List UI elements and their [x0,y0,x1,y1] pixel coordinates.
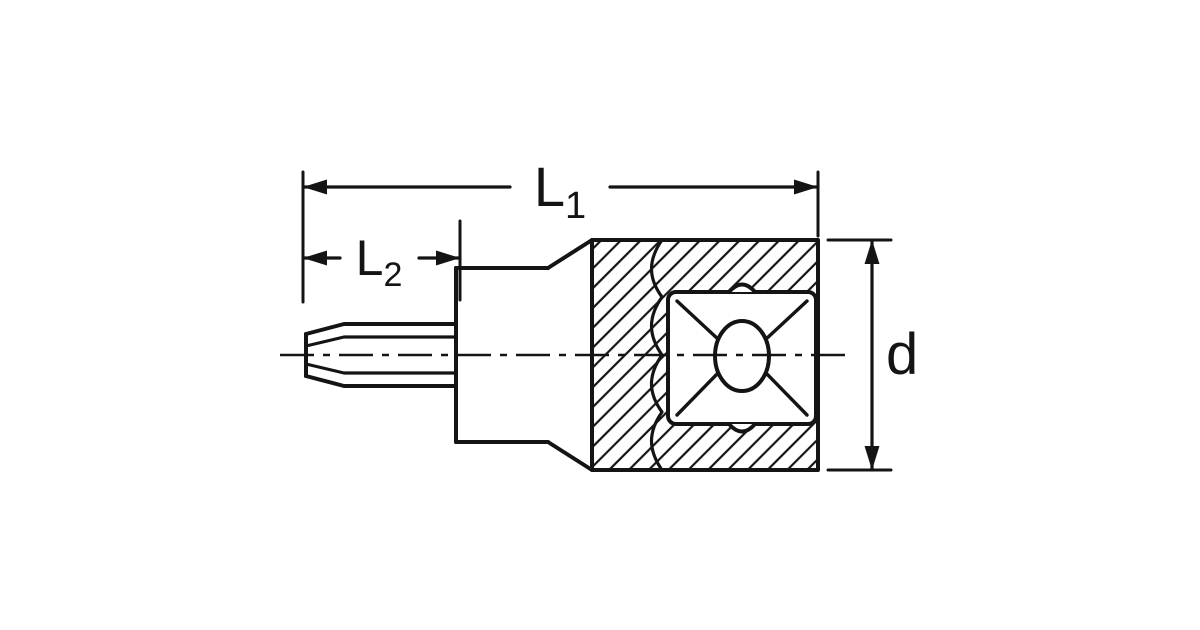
arrowhead-l2-right [436,250,460,266]
witness-lines [301,170,893,472]
bit-spline-line-bottom [304,362,458,375]
square-drive-chamfer-lines [675,299,809,417]
taper-bottom [546,440,594,472]
dimension-d: d [864,238,918,472]
arrowhead-l2-left [303,250,327,266]
bit-bottom-edge [304,374,458,388]
square-drive-recess [666,282,818,434]
bit-top-edge [304,322,458,336]
dimension-l1: L1 [301,155,820,227]
shaft [454,238,594,472]
ball-detent-bump-bottom [727,422,757,434]
dimension-l1-label: L1 [534,155,586,227]
dimension-l2-label: L2 [356,230,403,294]
arrowhead-d-bottom [864,446,880,470]
arrowhead-d-top [864,240,880,264]
taper-top [546,238,594,270]
arrowhead-l1-right [794,179,818,195]
arrowhead-l1-left [303,179,327,195]
ball-detent-bump-top [727,282,757,294]
bit-spline-line-top [304,335,458,348]
dimension-d-label: d [886,322,918,387]
dimension-l2: L2 [301,230,462,294]
